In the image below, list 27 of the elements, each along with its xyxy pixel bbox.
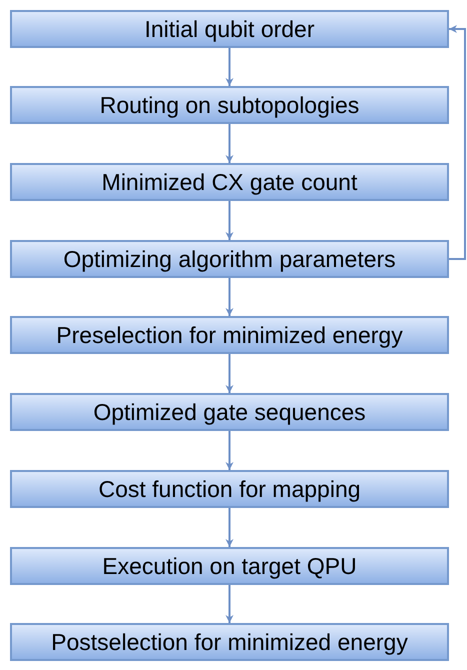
- arrow: [226, 585, 234, 623]
- process-box: [10, 316, 449, 354]
- step-label: Postselection for minimized energy: [51, 628, 408, 656]
- step-label: Minimized CX gate count: [102, 168, 358, 196]
- step-label: Optimizing algorithm parameters: [63, 246, 396, 272]
- process-box: [10, 10, 449, 48]
- process-box: [10, 240, 449, 278]
- process-box: [10, 86, 449, 124]
- arrow: [226, 278, 234, 316]
- process-box: [10, 393, 449, 431]
- arrow: [226, 124, 234, 163]
- step-label: Execution on target QPU: [102, 552, 357, 580]
- arrow: [226, 354, 234, 393]
- arrow: [449, 25, 466, 260]
- step-label: Optimized gate sequences: [93, 398, 366, 426]
- process-box: [10, 623, 449, 661]
- arrow: [226, 201, 234, 240]
- step-label: Cost function for mapping: [98, 476, 361, 502]
- process-box: [10, 163, 449, 201]
- arrow: [226, 48, 234, 86]
- process-box: [10, 470, 449, 508]
- process-box: [10, 547, 449, 585]
- step-label: Initial qubit order: [144, 16, 315, 42]
- arrow: [226, 431, 234, 470]
- step-label: Routing on subtopologies: [100, 92, 360, 118]
- arrow: [226, 508, 234, 547]
- step-label: Preselection for minimized energy: [56, 322, 403, 348]
